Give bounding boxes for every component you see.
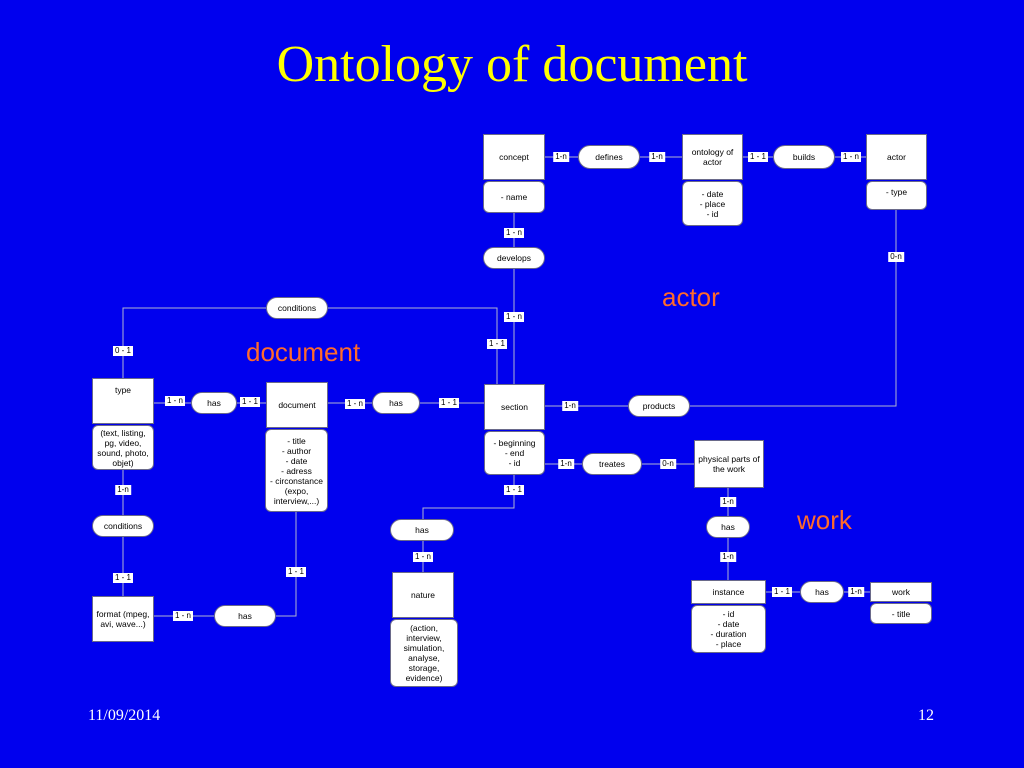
connector [154,512,297,617]
relation-builds[interactable]: builds [773,145,835,169]
slide-date: 11/09/2014 [88,707,161,724]
attributes-section: - beginning - end - id [484,431,545,475]
cardinality-label: 1 - n [164,396,186,406]
cardinality-label: 1 - 1 [438,398,460,408]
cardinality-label: 1 - n [344,399,366,409]
entity-type[interactable]: type [92,378,154,424]
section-label-actor: actor [662,282,720,312]
attributes-nature: (action, interview, simulation, analyse,… [390,619,458,687]
section-label-work: work [797,505,852,535]
relation-has-format-document[interactable]: has [214,605,276,627]
relation-has-type-document[interactable]: has [191,392,237,414]
relation-has-nature[interactable]: has [390,519,454,541]
cardinality-label: 1-n [553,152,569,162]
cardinality-label: 0 - 1 [112,346,134,356]
slide-page-number: 12 [918,707,934,724]
relation-conditions-type[interactable]: conditions [92,515,154,537]
entity-physical-parts[interactable]: physical parts of the work [694,440,764,488]
cardinality-label: 1 - n [503,228,525,238]
cardinality-label: 1-n [848,587,864,597]
entity-actor[interactable]: actor [866,134,927,180]
connector [545,210,897,407]
entity-nature[interactable]: nature [392,572,454,618]
section-label-document: document [246,337,361,367]
cardinality-label: 1 - 1 [747,152,769,162]
cardinality-label: 1 - 1 [486,339,508,349]
attributes-work: - title [870,603,932,624]
relation-has-physical-instance[interactable]: has [706,516,750,538]
relation-develops[interactable]: develops [483,247,545,269]
cardinality-label: 1-n [562,401,578,411]
cardinality-label: 1 - 1 [285,567,307,577]
cardinality-label: 0-n [888,252,904,262]
attributes-ontology-of-actor: - date - place - id [682,181,743,226]
cardinality-label: 1 - n [840,152,862,162]
relation-treates[interactable]: treates [582,453,642,475]
cardinality-label: 0-n [660,459,676,469]
relation-defines[interactable]: defines [578,145,640,169]
entity-ontology-of-actor[interactable]: ontology of actor [682,134,743,180]
cardinality-label: 1 - 1 [771,587,793,597]
attributes-instance: - id - date - duration - place [691,605,766,653]
entity-concept[interactable]: concept [483,134,545,180]
attributes-document: - title - author - date - adress - circo… [265,429,328,512]
entity-document[interactable]: document [266,382,328,428]
attributes-concept: - name [483,181,545,213]
entity-section[interactable]: section [484,384,545,430]
cardinality-label: 1-n [558,459,574,469]
cardinality-label: 1 - n [412,552,434,562]
slide-title: Ontology of document [276,36,748,93]
attributes-actor: - type [866,181,927,210]
cardinality-label: 1-n [115,485,131,495]
relation-products[interactable]: products [628,395,690,417]
relation-has-document-section[interactable]: has [372,392,420,414]
entity-instance[interactable]: instance [691,580,766,604]
entity-format[interactable]: format (mpeg, avi, wave...) [92,596,154,642]
relation-conditions-top[interactable]: conditions [266,297,328,319]
cardinality-label: 1 - 1 [112,573,134,583]
attributes-type: (text, listing, pg, video, sound, photo,… [92,425,154,470]
cardinality-label: 1 - 1 [503,485,525,495]
cardinality-label: 1-n [720,552,736,562]
cardinality-label: 1-n [720,497,736,507]
entity-work[interactable]: work [870,582,932,602]
relation-has-instance-work[interactable]: has [800,581,844,603]
cardinality-label: 1-n [649,152,665,162]
cardinality-label: 1 - n [503,312,525,322]
cardinality-label: 1 - 1 [239,397,261,407]
cardinality-label: 1 - n [172,611,194,621]
